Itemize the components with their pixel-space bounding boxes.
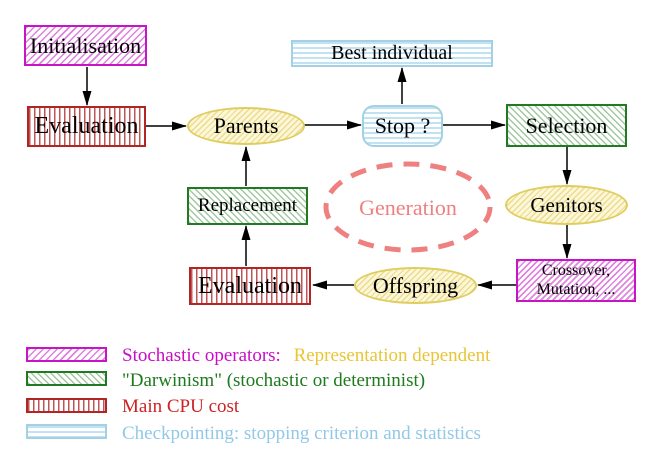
legend-swatch-checkpointing: [26, 424, 107, 439]
node-parents: Parents: [187, 107, 305, 145]
generation-dashed-ellipse: [323, 161, 493, 253]
node-best-individual: Best individual: [291, 40, 493, 67]
legend-label-checkpointing: Checkpointing: stopping criterion and st…: [122, 423, 481, 444]
crossover-line2: Mutation, ...: [536, 280, 616, 298]
node-replacement: Replacement: [187, 187, 308, 225]
legend-label-stochastic-part: Stochastic operators:: [122, 345, 281, 366]
legend-label-main-cpu-cost: Main CPU cost: [122, 396, 240, 417]
node-crossover-mutation: Crossover, Mutation, ...: [516, 259, 636, 302]
legend-label-darwinism: "Darwinism" (stochastic or determinist): [122, 370, 426, 391]
legend-label-representation-part: Representation dependent: [293, 345, 491, 366]
node-genitors: Genitors: [505, 185, 628, 225]
legend-swatch-darwinism: [26, 371, 107, 386]
node-selection: Selection: [506, 104, 627, 147]
node-evaluation-bottom: Evaluation: [189, 267, 311, 305]
node-evaluation-top: Evaluation: [27, 106, 146, 147]
legend-label-stochastic-operators: Stochastic operators: Representation dep…: [122, 345, 490, 366]
node-generation-label: Generation: [359, 194, 457, 220]
crossover-line1: Crossover,: [541, 261, 611, 279]
node-stop-test: Stop ?: [362, 105, 443, 147]
node-offspring: Offspring: [354, 267, 477, 304]
legend-swatch-stochastic-operators: [26, 347, 107, 362]
node-initialisation: Initialisation: [24, 25, 147, 66]
legend-swatch-main-cpu-cost: [26, 398, 107, 413]
